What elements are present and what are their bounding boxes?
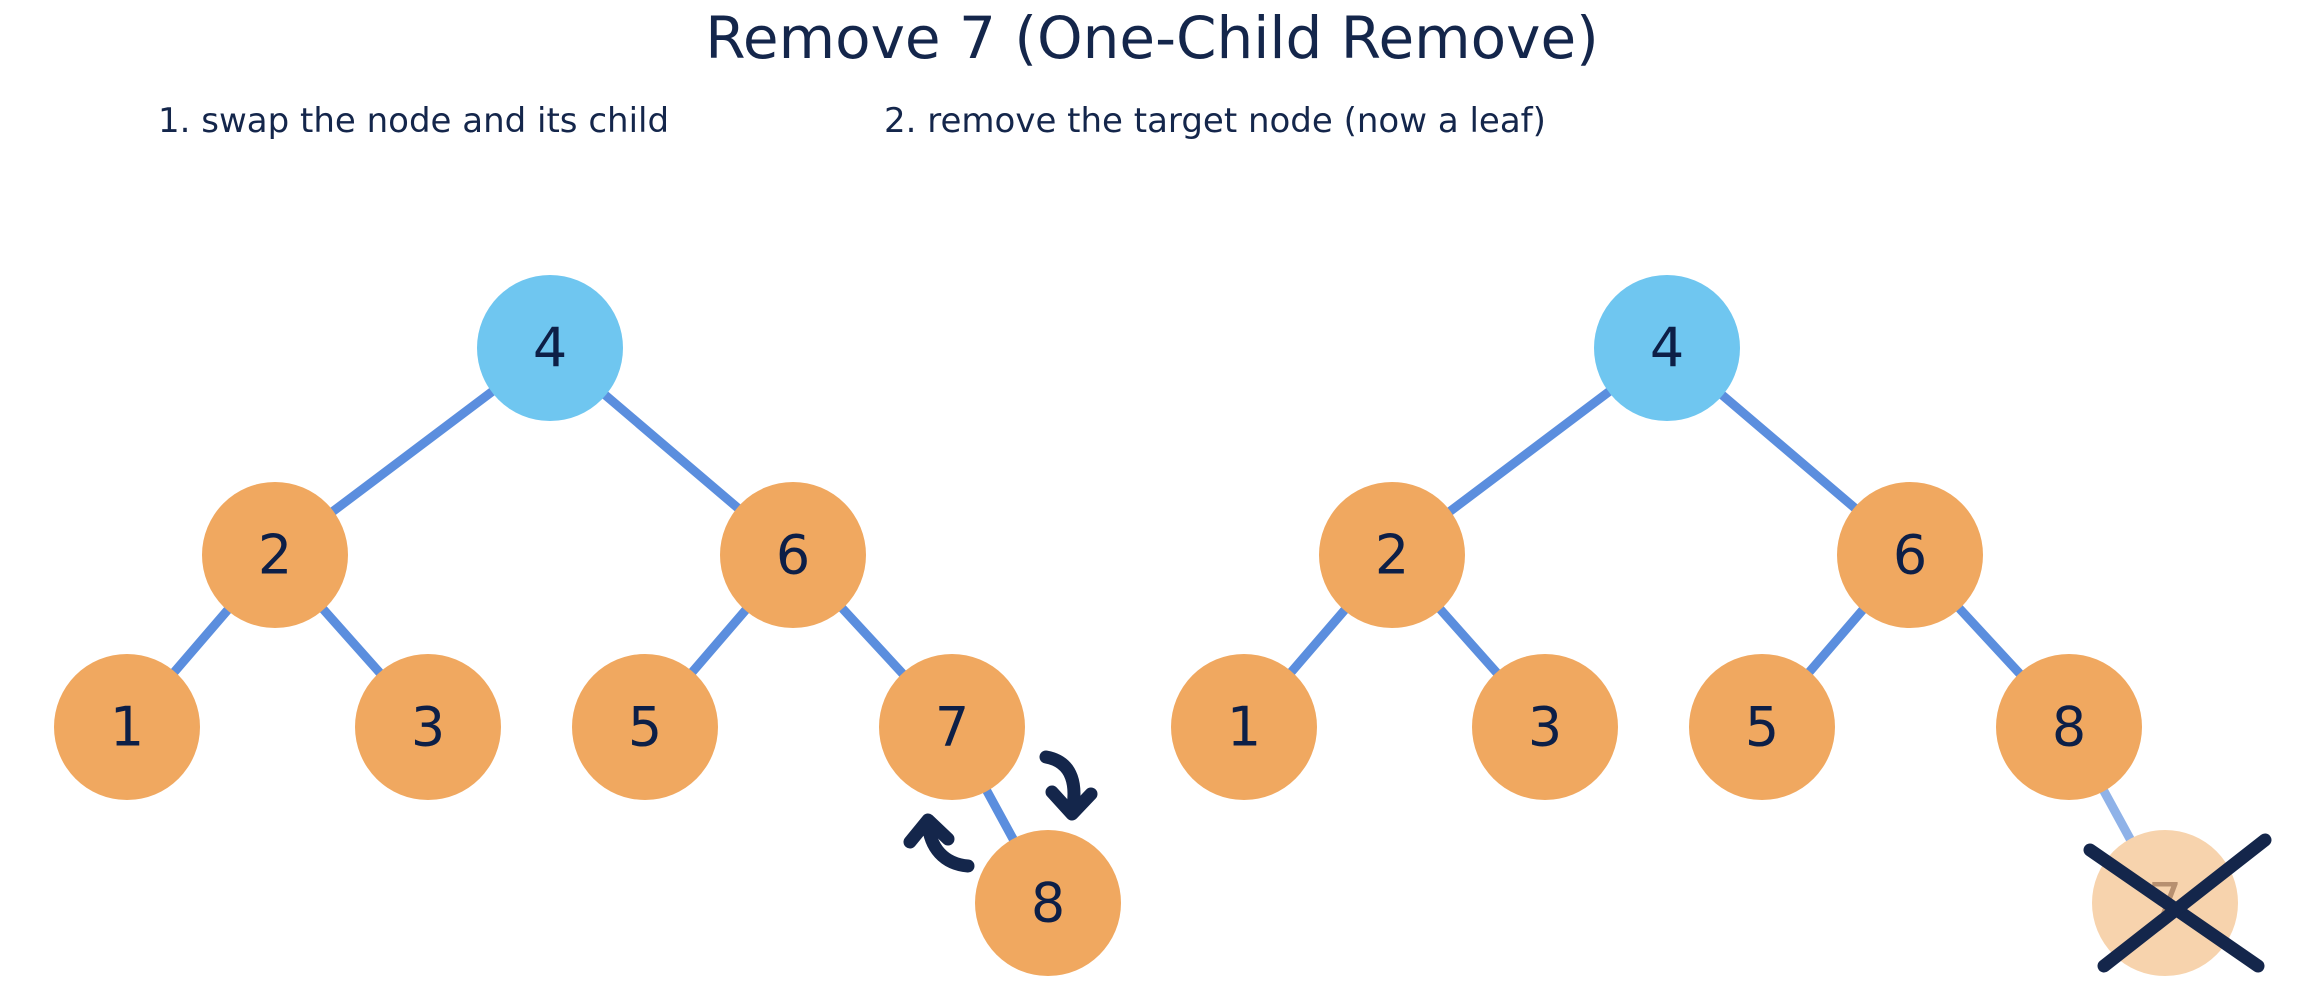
panel-remove-nodes: 4 2 6 1 3 bbox=[1171, 275, 2238, 976]
panel-remove-caption: 2. remove the target node (now a leaf) bbox=[884, 101, 1546, 141]
tree-node-5[interactable]: 5 bbox=[1689, 654, 1835, 800]
tree-node-3[interactable]: 3 bbox=[1472, 654, 1618, 800]
node-circle[interactable] bbox=[1689, 654, 1835, 800]
node-label: 3 bbox=[411, 696, 445, 759]
node-label: 8 bbox=[1031, 872, 1065, 935]
node-circle[interactable] bbox=[1319, 482, 1465, 628]
node-circle[interactable] bbox=[720, 482, 866, 628]
node-circle[interactable] bbox=[202, 482, 348, 628]
node-circle[interactable] bbox=[1594, 275, 1740, 421]
tree-node-1[interactable]: 1 bbox=[54, 654, 200, 800]
tree-node-8[interactable]: 8 bbox=[975, 830, 1121, 976]
node-label: 3 bbox=[1528, 696, 1562, 759]
page-title: Remove 7 (One-Child Remove) bbox=[705, 4, 1599, 72]
node-label: 1 bbox=[1227, 696, 1261, 759]
panel-swap-caption: 1. swap the node and its child bbox=[158, 101, 669, 141]
node-label: 6 bbox=[1893, 524, 1927, 587]
node-circle[interactable] bbox=[1171, 654, 1317, 800]
tree-node-4-highlight[interactable]: 4 bbox=[1594, 275, 1740, 421]
tree-node-2[interactable]: 2 bbox=[1319, 482, 1465, 628]
node-circle[interactable] bbox=[879, 654, 1025, 800]
node-circle[interactable] bbox=[1472, 654, 1618, 800]
tree-node-2[interactable]: 2 bbox=[202, 482, 348, 628]
node-label: 2 bbox=[258, 524, 292, 587]
node-label: 1 bbox=[110, 696, 144, 759]
node-circle[interactable] bbox=[975, 830, 1121, 976]
tree-node-7-target[interactable]: 7 bbox=[879, 654, 1025, 800]
node-label: 2 bbox=[1375, 524, 1409, 587]
panel-swap-nodes: 4 2 6 1 3 bbox=[54, 275, 1121, 976]
removed-node-cross-icon bbox=[2083, 833, 2272, 973]
tree-node-1[interactable]: 1 bbox=[1171, 654, 1317, 800]
tree-node-6[interactable]: 6 bbox=[1837, 482, 1983, 628]
panel-swap: 1. swap the node and its child 4 2 bbox=[54, 101, 1121, 976]
swap-arrow-down-icon bbox=[1039, 750, 1098, 821]
arrow-head bbox=[1045, 785, 1098, 821]
node-label: 4 bbox=[1650, 317, 1684, 380]
node-label: 4 bbox=[533, 317, 567, 380]
panel-remove: 2. remove the target node (now a leaf) 4… bbox=[884, 101, 2272, 976]
node-circle[interactable] bbox=[54, 654, 200, 800]
tree-node-6[interactable]: 6 bbox=[720, 482, 866, 628]
node-circle[interactable] bbox=[477, 275, 623, 421]
swap-arrow-up-icon bbox=[903, 813, 975, 873]
node-label: 5 bbox=[1745, 696, 1779, 759]
node-circle[interactable] bbox=[572, 654, 718, 800]
tree-node-4-highlight[interactable]: 4 bbox=[477, 275, 623, 421]
node-label: 5 bbox=[628, 696, 662, 759]
node-label: 8 bbox=[2052, 696, 2086, 759]
tree-node-3[interactable]: 3 bbox=[355, 654, 501, 800]
tree-node-8[interactable]: 8 bbox=[1996, 654, 2142, 800]
node-label: 7 bbox=[935, 696, 969, 759]
node-label: 6 bbox=[776, 524, 810, 587]
node-circle[interactable] bbox=[1996, 654, 2142, 800]
node-circle[interactable] bbox=[1837, 482, 1983, 628]
cross-line-2 bbox=[2097, 833, 2272, 973]
node-circle[interactable] bbox=[355, 654, 501, 800]
tree-node-5[interactable]: 5 bbox=[572, 654, 718, 800]
arrow-head bbox=[903, 813, 955, 849]
